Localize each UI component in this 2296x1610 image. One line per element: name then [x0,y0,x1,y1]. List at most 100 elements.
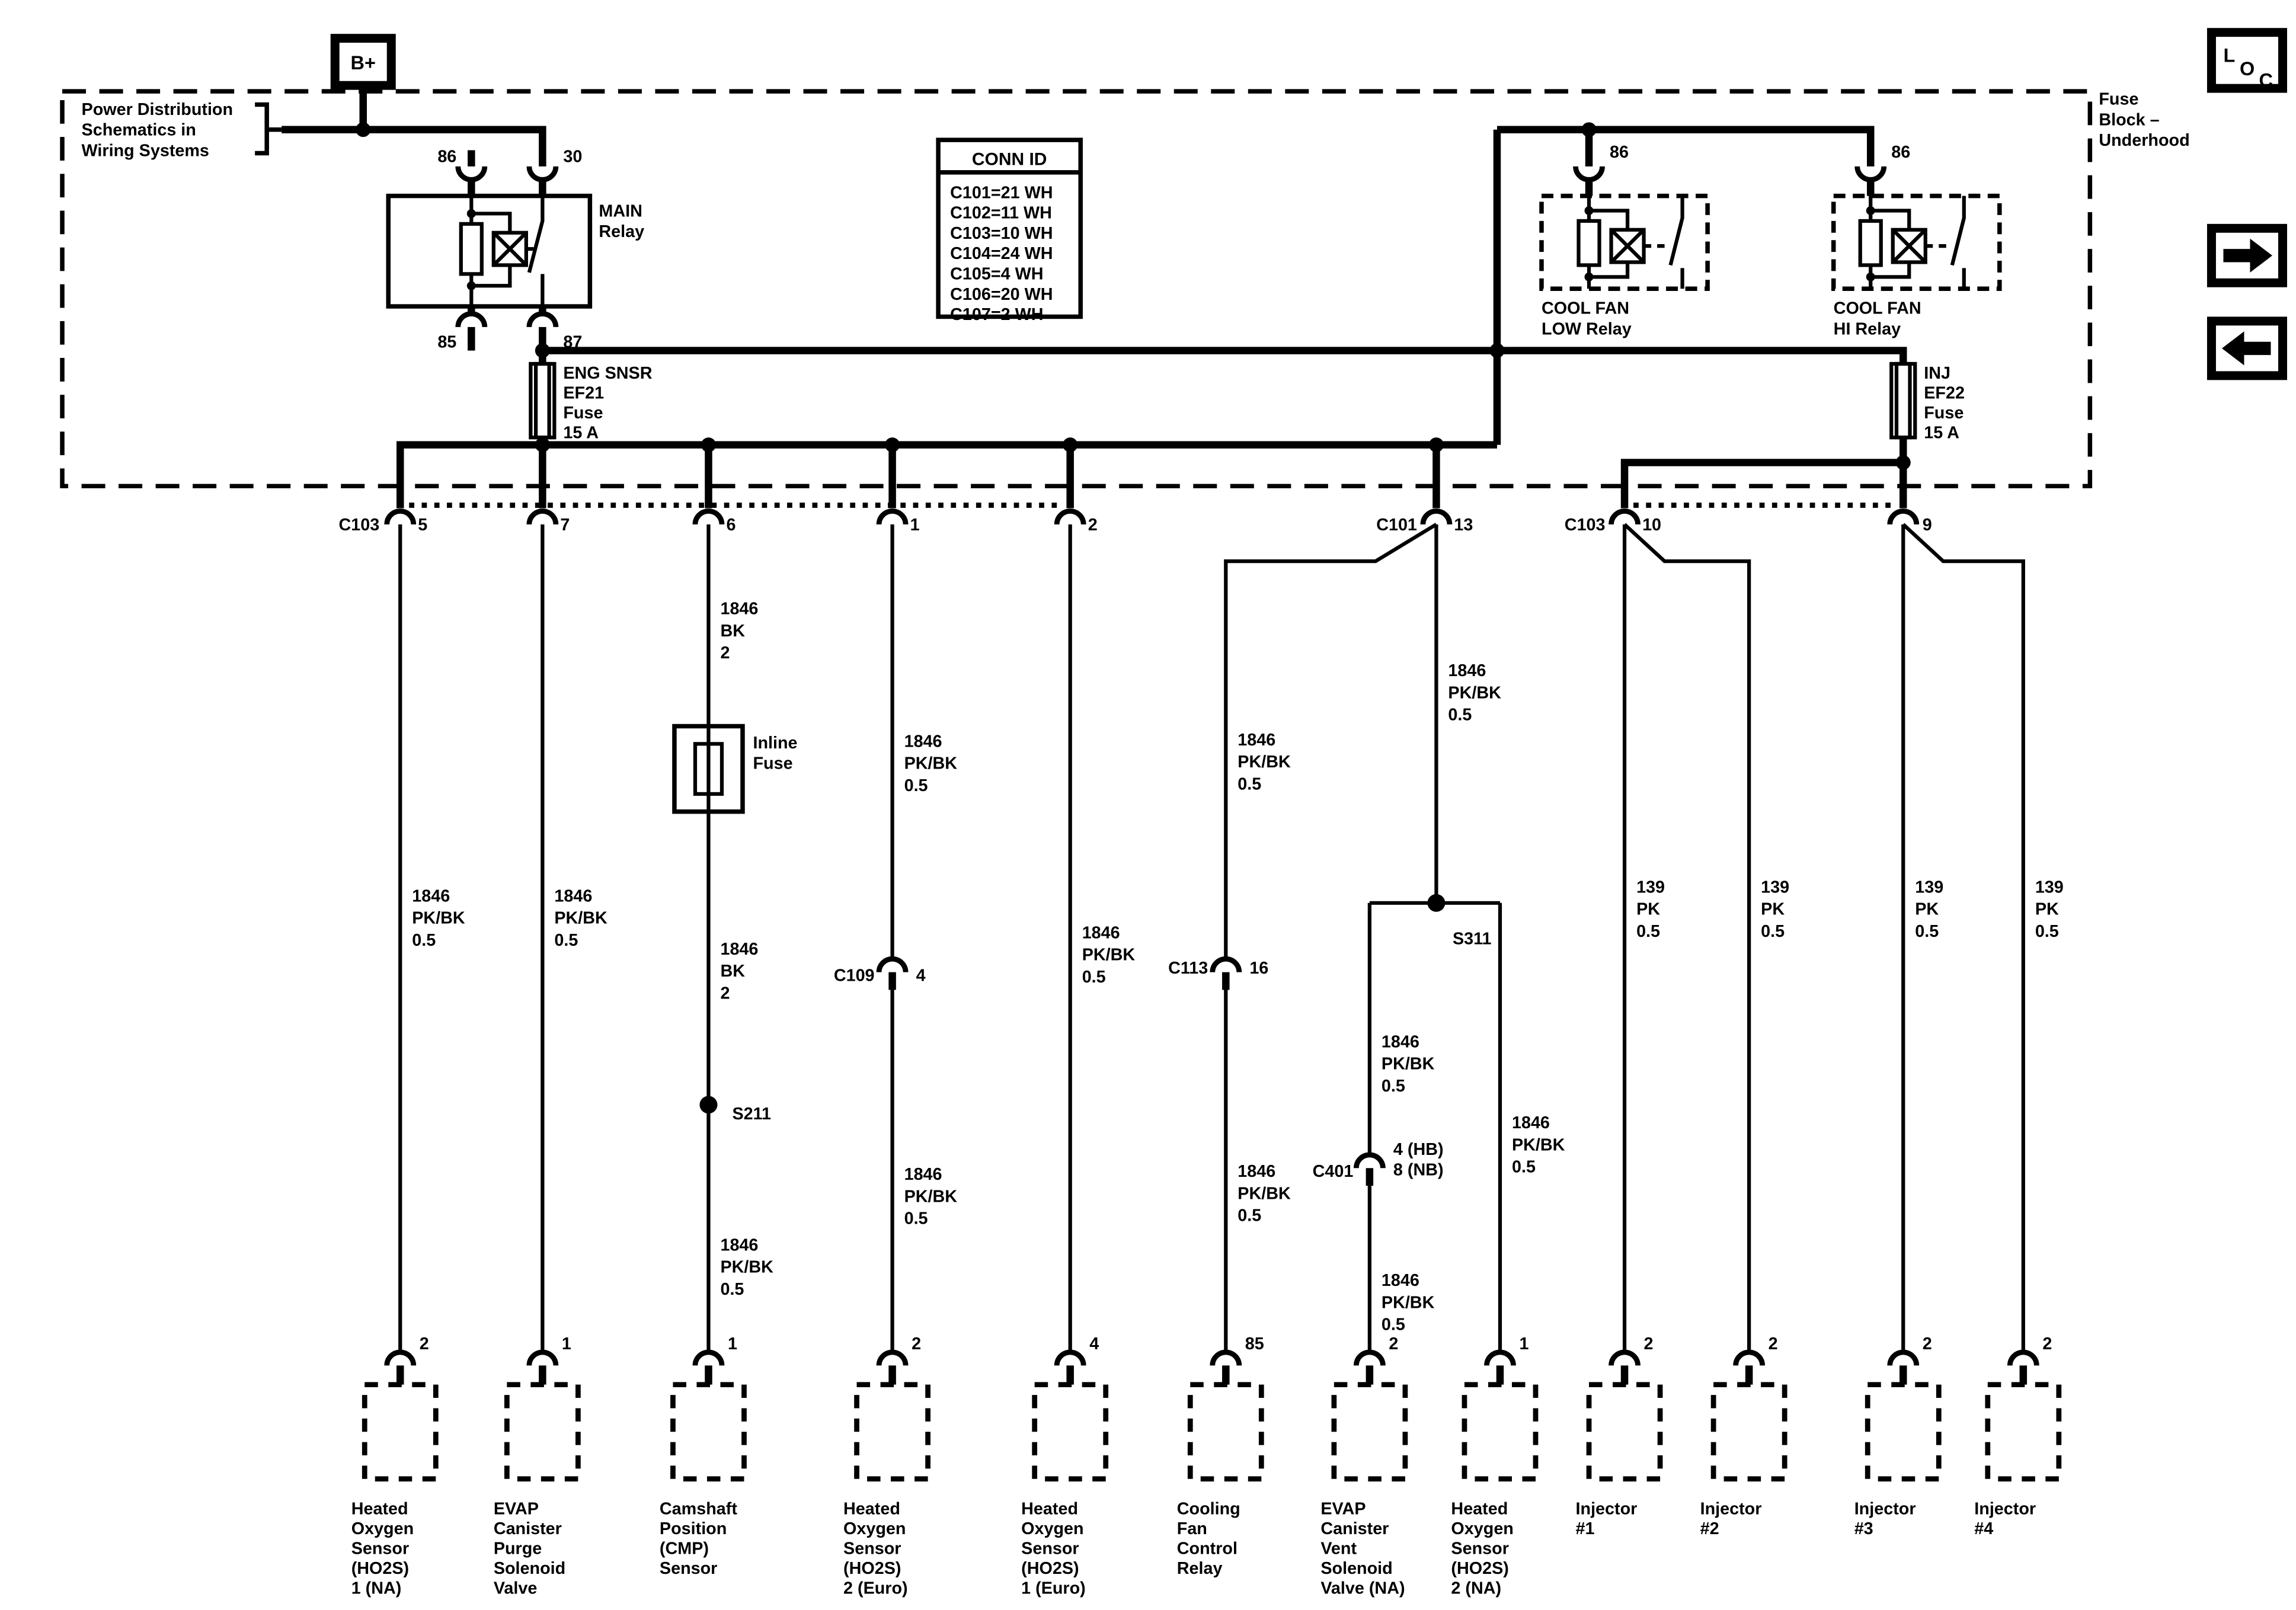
connector-terminal-icon [1887,1349,1920,1366]
inj-bus [1620,459,1907,508]
pin87-horizontal-feed [542,347,1907,364]
c103-pin-9: 9 [1923,516,1932,534]
inline-connectors [876,956,1386,1186]
loc-box[interactable] [2207,28,2287,93]
pin30-terminal-icon [526,166,559,183]
loc-letter-c: C [2259,70,2272,91]
main-relay-pin-86: 86 [437,148,456,167]
c401-terminal-icon [1354,1152,1386,1169]
pin86-terminal-icon [1573,166,1605,183]
connector-terminal-icon [1484,1349,1516,1366]
connector-c103-left-label: C103 [339,516,380,534]
arrow-right-icon [2223,238,2272,273]
nav-back-button[interactable] [2207,316,2287,380]
connector-terminal-icon [692,508,725,525]
component-pin-number: 2 [2042,1334,2052,1353]
component-box [1462,1382,1539,1482]
nav-forward-button[interactable] [2207,223,2287,287]
switch-blade-icon [527,196,545,307]
switch-blade-icon [1668,196,1684,289]
component-name: Injector#4 [1974,1499,2036,1538]
connector-terminal-icon [526,508,559,525]
component-box [1331,1382,1408,1482]
component-pin-number: 2 [1389,1334,1398,1353]
component-box [1865,1382,1942,1482]
coil-parallel-wire [471,212,512,288]
connector-terminal-icon [1420,508,1453,525]
connector-terminal-icon [384,1349,417,1366]
c103-pin-2: 2 [1088,516,1098,534]
coil-x-icon [1891,228,1927,264]
component-box [1710,1382,1787,1482]
c401-pins: 4 (HB)8 (NB) [1393,1140,1444,1180]
junction-dot [535,437,550,453]
splices [699,894,1446,1114]
resistor-icon [1858,219,1883,267]
component-pin-number: 2 [1644,1334,1654,1353]
main-relay-pin-30: 30 [563,148,582,167]
component-box [362,1382,439,1482]
c101-pin-13: 13 [1454,516,1473,534]
conn-id-title: CONN ID [972,149,1047,169]
cool-fan-low-pin-86: 86 [1610,143,1629,162]
component-name: Injector#2 [1700,1499,1762,1538]
fuse-block-border-rect [60,89,2093,489]
connector-row-c103-left [384,502,1086,525]
eng-snsr-ef21-fuse [529,361,557,445]
connector-c101-label: C101 [1376,516,1417,534]
junction-dot [885,437,900,453]
switch-blade-icon [1950,196,1966,289]
component-name: Injector#1 [1576,1499,1638,1538]
main-relay-pin-85: 85 [437,333,456,352]
resistor-icon [459,222,484,276]
c103-pin-10: 10 [1642,516,1661,534]
coil-parallel-wire [1589,209,1630,279]
component-box [854,1382,930,1482]
battery-feed [255,34,546,167]
bus-drops [539,444,1440,508]
component-pin-number: 2 [1923,1334,1932,1353]
conn-id-table [936,137,1083,319]
junction-dot [1428,437,1444,453]
connector-terminal-icon [692,1349,725,1366]
component-pin-number: 1 [728,1334,737,1353]
component-pin-number: 2 [1769,1334,1778,1353]
component-pin-number: 1 [1519,1334,1528,1353]
arrow-left-icon [2221,331,2271,366]
connector-terminal-icon [1210,1349,1242,1366]
nav-forward-box[interactable] [2207,223,2287,287]
wire-injector-4 [1902,523,2025,1352]
wire-injector-2 [1623,523,1751,1352]
nav-back-box[interactable] [2207,316,2287,380]
component-pin-number: 1 [562,1334,571,1353]
loc-button[interactable] [2207,28,2287,93]
